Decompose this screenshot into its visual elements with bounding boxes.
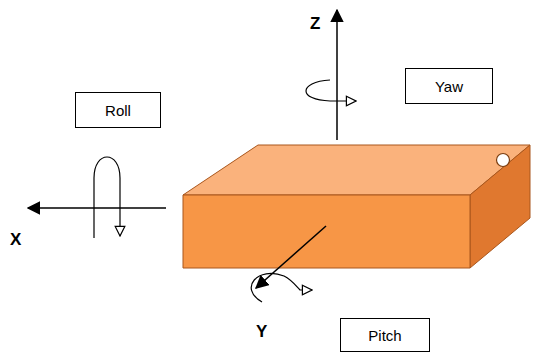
y-axis [256, 226, 326, 288]
axis-letter: Z [310, 14, 320, 34]
z-axis [336, 10, 338, 140]
box-text: Roll [105, 102, 131, 119]
yaw-rotation-arrow [306, 80, 356, 101]
x-axis [28, 207, 166, 209]
box-text: Pitch [368, 327, 401, 344]
axis-letter: Y [256, 322, 267, 342]
roll-rotation-arrow [94, 157, 120, 238]
label-box: Pitch [340, 318, 430, 352]
box-text: Yaw [435, 78, 463, 95]
label-box: Yaw [405, 68, 493, 104]
box-side-face [470, 145, 530, 268]
box-front-face [183, 195, 470, 268]
axis-letter: X [10, 230, 21, 250]
box-top-face [183, 145, 530, 195]
label-box: Roll [75, 92, 161, 128]
marker-dot [497, 154, 510, 167]
pitch-rotation-arrow [251, 273, 312, 302]
